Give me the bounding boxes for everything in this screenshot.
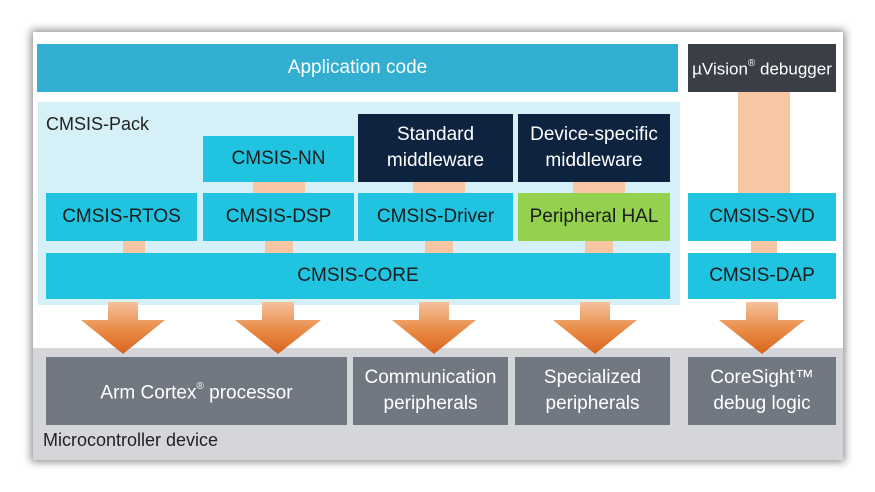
application-code-box: Application code bbox=[37, 44, 678, 92]
cmsis-svd-box: CMSIS-SVD bbox=[688, 193, 836, 241]
uvision-debugger-label: µVision® debugger bbox=[692, 58, 832, 79]
connector-driver bbox=[425, 241, 453, 253]
standard-middleware-box: Standard middleware bbox=[358, 114, 513, 182]
cmsis-driver-box: CMSIS-Driver bbox=[358, 193, 513, 241]
device-middleware-line2: middleware bbox=[545, 150, 643, 171]
connector-nn-dsp bbox=[253, 182, 305, 194]
cmsis-svd-label: CMSIS-SVD bbox=[709, 206, 815, 227]
cmsis-dap-box: CMSIS-DAP bbox=[688, 253, 836, 299]
connector-debugger bbox=[738, 92, 790, 204]
cmsis-pack-label: CMSIS-Pack bbox=[46, 114, 150, 134]
device-middleware-line1: Device-specific bbox=[530, 124, 658, 145]
application-code-label: Application code bbox=[287, 57, 428, 78]
peripheral-hal-box: Peripheral HAL bbox=[518, 193, 670, 241]
arrow-down-coresight bbox=[719, 302, 805, 354]
microcontroller-label: Microcontroller device bbox=[43, 430, 219, 450]
cmsis-nn-label: CMSIS-NN bbox=[231, 148, 326, 169]
standard-middleware-line2: middleware bbox=[386, 150, 485, 171]
cmsis-rtos-box: CMSIS-RTOS bbox=[46, 193, 197, 241]
arrow-down-processor-1 bbox=[81, 302, 165, 354]
cmsis-core-label: CMSIS-CORE bbox=[297, 265, 419, 286]
communication-line2: peripherals bbox=[383, 393, 478, 414]
arm-cortex-processor-label: Arm Cortex® processor bbox=[100, 380, 293, 404]
connector-dsp bbox=[265, 241, 293, 253]
communication-peripherals-box: Communication peripherals bbox=[353, 357, 508, 425]
arm-cortex-processor-box: Arm Cortex® processor bbox=[46, 357, 347, 425]
connector-std-driver bbox=[413, 182, 465, 194]
cmsis-dsp-label: CMSIS-DSP bbox=[225, 206, 332, 227]
specialized-line1: Specialized bbox=[543, 367, 642, 388]
connector-hal bbox=[585, 241, 613, 253]
arrow-down-communication bbox=[392, 302, 476, 354]
cmsis-dap-label: CMSIS-DAP bbox=[709, 265, 815, 286]
device-specific-middleware-box: Device-specific middleware bbox=[518, 114, 670, 182]
peripheral-hal-label: Peripheral HAL bbox=[529, 206, 659, 227]
specialized-peripherals-box: Specialized peripherals bbox=[515, 357, 670, 425]
coresight-debug-logic-box: CoreSight™ debug logic bbox=[688, 357, 836, 425]
cmsis-rtos-label: CMSIS-RTOS bbox=[62, 206, 181, 227]
uvision-debugger-box: µVision® debugger bbox=[688, 44, 836, 92]
cmsis-core-box: CMSIS-CORE bbox=[46, 253, 670, 299]
communication-line1: Communication bbox=[364, 367, 497, 388]
cmsis-dsp-box: CMSIS-DSP bbox=[203, 193, 354, 241]
specialized-line2: peripherals bbox=[545, 393, 640, 414]
diagram-frame: Microcontroller device CMSIS-Pack Applic… bbox=[33, 32, 843, 460]
connector-dev-hal bbox=[573, 182, 625, 194]
arrow-down-specialized bbox=[553, 302, 637, 354]
coresight-line1: CoreSight™ bbox=[710, 367, 814, 388]
standard-middleware-line1: Standard bbox=[396, 124, 475, 145]
cmsis-nn-box: CMSIS-NN bbox=[203, 136, 354, 182]
connector-svd-dap bbox=[751, 241, 777, 253]
connector-rtos bbox=[123, 241, 145, 253]
arrows-layer bbox=[81, 302, 805, 354]
arrow-down-processor-2 bbox=[235, 302, 321, 354]
coresight-line2: debug logic bbox=[713, 393, 811, 414]
cmsis-driver-label: CMSIS-Driver bbox=[376, 206, 495, 227]
